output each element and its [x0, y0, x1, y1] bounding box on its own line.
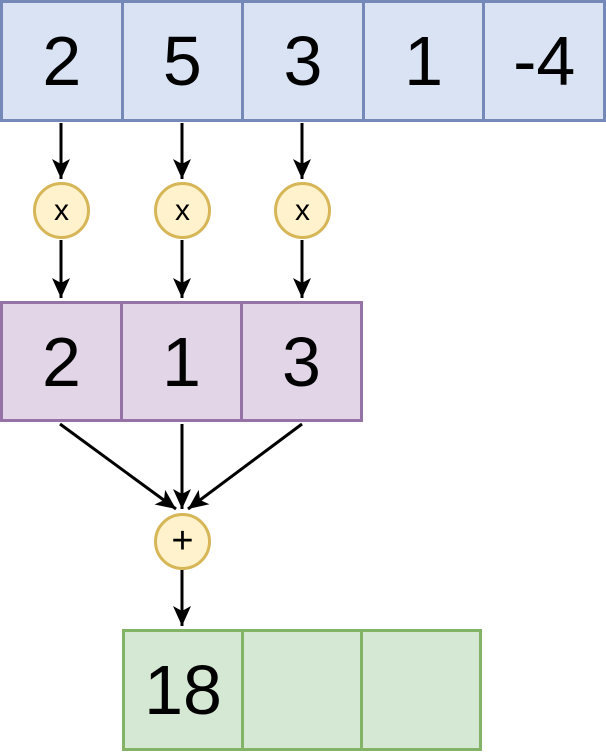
- multiply-icon: x: [54, 193, 69, 227]
- arrow-kernel3-to-add: [187, 422, 303, 511]
- output-cell-3: [363, 632, 479, 748]
- kernel-cell-3: 3: [243, 304, 360, 419]
- multiply-icon: x: [295, 193, 310, 227]
- output-cell-2: [244, 632, 360, 748]
- arrow-kernel1-to-add: [59, 422, 177, 511]
- kernel-array: 2 1 3: [0, 301, 363, 422]
- multiply-icon: x: [175, 193, 190, 227]
- input-cell-4: 1: [364, 3, 483, 119]
- input-cell-2: 5: [123, 3, 242, 119]
- multiply-node-2: x: [154, 182, 211, 239]
- multiply-node-1: x: [33, 182, 90, 239]
- output-cell-1: 18: [125, 632, 241, 748]
- kernel-cell-2: 1: [123, 304, 240, 419]
- output-array: 18: [122, 629, 482, 751]
- input-cell-1: 2: [3, 3, 121, 119]
- add-node: +: [154, 513, 211, 570]
- plus-icon: +: [171, 520, 194, 562]
- input-cell-5: -4: [485, 3, 603, 119]
- input-cell-3: 3: [244, 3, 362, 119]
- kernel-cell-1: 2: [3, 304, 120, 419]
- input-array: 2 5 3 1 -4: [0, 0, 606, 122]
- multiply-node-3: x: [274, 182, 331, 239]
